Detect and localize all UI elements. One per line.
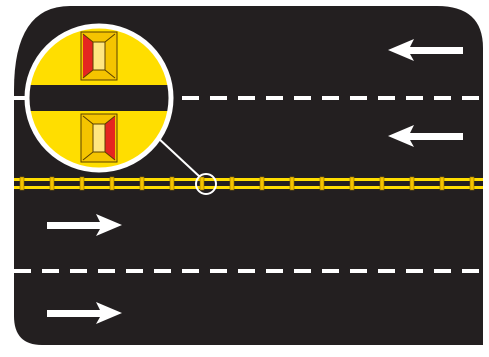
- lower-lane-separator: [14, 269, 479, 273]
- arrow-right-icon: [47, 302, 122, 324]
- lane-dash: [14, 269, 31, 273]
- raised-marker: [409, 176, 415, 191]
- raised-marker: [139, 176, 145, 191]
- arrow-right-icon: [47, 214, 122, 236]
- raised-marker: [229, 176, 235, 191]
- raised-marker: [79, 176, 85, 191]
- raised-marker: [319, 176, 325, 191]
- lane-dash: [434, 96, 451, 100]
- lane-dash: [294, 269, 311, 273]
- lane-dash: [378, 96, 395, 100]
- raised-marker: [289, 176, 295, 191]
- center-double-yellow-line: [14, 176, 483, 191]
- arrow-left-icon: [388, 39, 463, 61]
- lane-dash: [210, 269, 227, 273]
- lane-dash: [210, 96, 227, 100]
- lane-dash: [182, 269, 199, 273]
- raised-marker: [379, 176, 385, 191]
- lane-dash: [406, 269, 423, 273]
- raised-pavement-marker-icon: [80, 113, 118, 163]
- raised-pavement-marker-icon: [80, 31, 118, 81]
- lane-dash: [322, 269, 339, 273]
- raised-marker: [19, 176, 25, 191]
- lane-dash: [266, 96, 283, 100]
- center-line-markers: [19, 176, 475, 191]
- arrow-left-icon: [388, 125, 463, 147]
- lane-dash: [294, 96, 311, 100]
- lane-dash: [126, 269, 143, 273]
- magnified-detail: [24, 23, 174, 173]
- lane-dash: [238, 269, 255, 273]
- lane-dash: [154, 269, 171, 273]
- callout-connector: [156, 136, 201, 178]
- lane-dash: [98, 269, 115, 273]
- lane-dash: [462, 269, 479, 273]
- lane-dash: [462, 96, 479, 100]
- lane-dash: [350, 96, 367, 100]
- magnified-road-band: [27, 85, 171, 111]
- lane-dash: [378, 269, 395, 273]
- callout-target-ring: [195, 173, 217, 195]
- raised-marker: [469, 176, 475, 191]
- lane-dash: [266, 269, 283, 273]
- raised-marker: [349, 176, 355, 191]
- lane-dash: [42, 269, 59, 273]
- lane-dash: [350, 269, 367, 273]
- lane-dash: [182, 96, 199, 100]
- magnified-detail-ring: [24, 23, 174, 173]
- raised-marker: [259, 176, 265, 191]
- raised-marker: [49, 176, 55, 191]
- lane-dash: [406, 96, 423, 100]
- lane-dash: [238, 96, 255, 100]
- lane-dash: [70, 269, 87, 273]
- raised-marker: [169, 176, 175, 191]
- raised-marker: [439, 176, 445, 191]
- raised-marker: [109, 176, 115, 191]
- raised-marker: [199, 176, 205, 191]
- lane-dash: [14, 96, 31, 100]
- lane-dash: [322, 96, 339, 100]
- lane-dash: [434, 269, 451, 273]
